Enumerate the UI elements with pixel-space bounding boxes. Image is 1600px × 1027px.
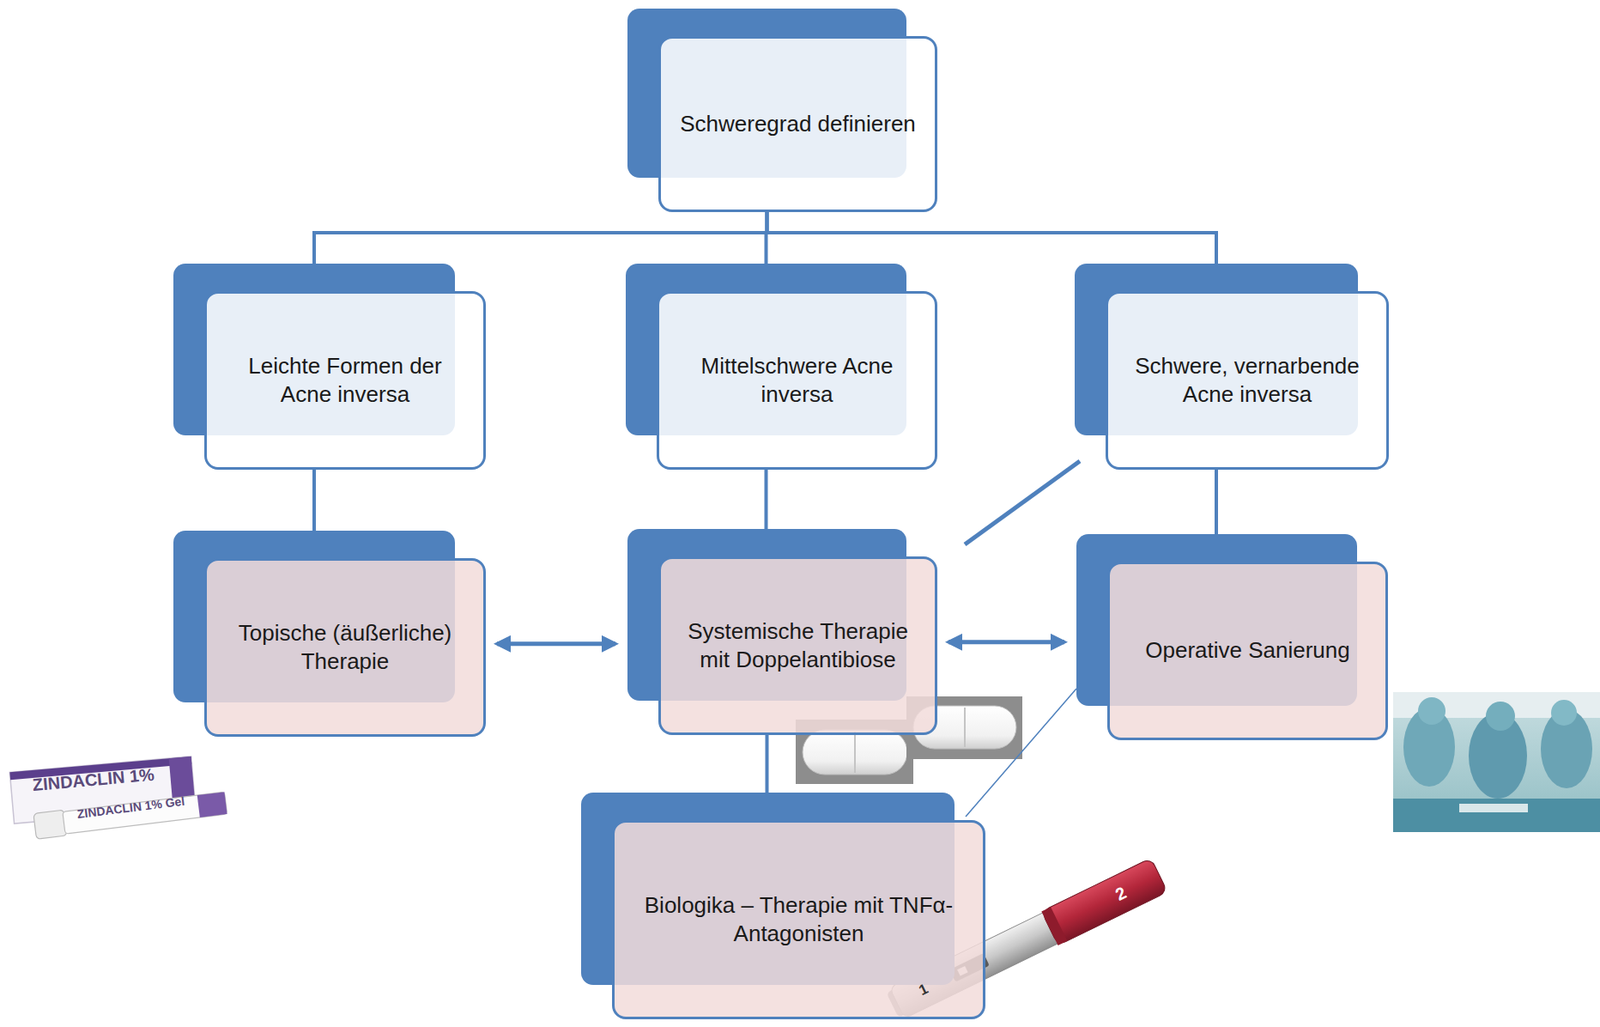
connector [496, 641, 616, 646]
instrument-tray [1459, 803, 1528, 813]
box-text: Schwere, vernarbende Acne inversa [1125, 351, 1370, 410]
process-box: Systemische Therapie mit Doppelantibiose [658, 556, 938, 735]
box-text: Systemische Therapie mit Doppelantibiose [678, 617, 918, 675]
box-text: Operative Sanierung [1145, 636, 1350, 665]
surgeon-head [1485, 701, 1516, 731]
box-face: Mittelschwere Acne inversa [656, 290, 938, 470]
tablet-score [854, 731, 856, 773]
surgeon-head [1418, 696, 1446, 725]
pen-cap [1041, 857, 1168, 946]
tube-cap [33, 809, 67, 839]
surgery-photo [1393, 691, 1600, 832]
box-face: Schwere, vernarbende Acne inversa [1105, 290, 1389, 470]
process-box: Schwere, vernarbende Acne inversa [1105, 290, 1389, 470]
ointment-tube [33, 789, 228, 839]
box-face: Schweregrad definieren [658, 36, 938, 213]
box-text: Mittelschwere Acne inversa [676, 351, 918, 410]
photo-ground [1393, 691, 1600, 832]
process-box: Mittelschwere Acne inversa [656, 290, 938, 470]
process-box: Topische (äußerliche) Therapie [204, 557, 486, 737]
tablet-score [963, 707, 966, 747]
process-box: Leichte Formen der Acne inversa [204, 290, 486, 470]
connector [948, 639, 1065, 644]
surgeon-head [1551, 699, 1577, 726]
box-face: Biologika – Therapie mit TNFα-Antagonist… [612, 819, 986, 1019]
box-face: Systemische Therapie mit Doppelantibiose [658, 556, 938, 735]
tube-body [62, 791, 228, 834]
tablet [802, 729, 908, 775]
pen-cap-band [1041, 906, 1067, 946]
tube-stripe [197, 791, 228, 818]
box-face: Topische (äußerliche) Therapie [204, 557, 486, 737]
box-text: Biologika – Therapie mit TNFα-Antagonist… [631, 890, 966, 949]
operating-table [1393, 798, 1600, 832]
process-box: Schweregrad definieren [658, 36, 938, 213]
process-box: Operative Sanierung [1107, 561, 1388, 740]
box-text: Leichte Formen der Acne inversa [224, 351, 467, 410]
process-box: Biologika – Therapie mit TNFα-Antagonist… [612, 819, 986, 1019]
connector [965, 688, 1077, 817]
box-text: Schweregrad definieren [679, 109, 916, 139]
box-face: Leichte Formen der Acne inversa [204, 290, 486, 470]
box-text: Topische (äußerliche) Therapie [224, 618, 467, 677]
box-face: Operative Sanierung [1107, 561, 1388, 740]
connector [964, 460, 1080, 545]
